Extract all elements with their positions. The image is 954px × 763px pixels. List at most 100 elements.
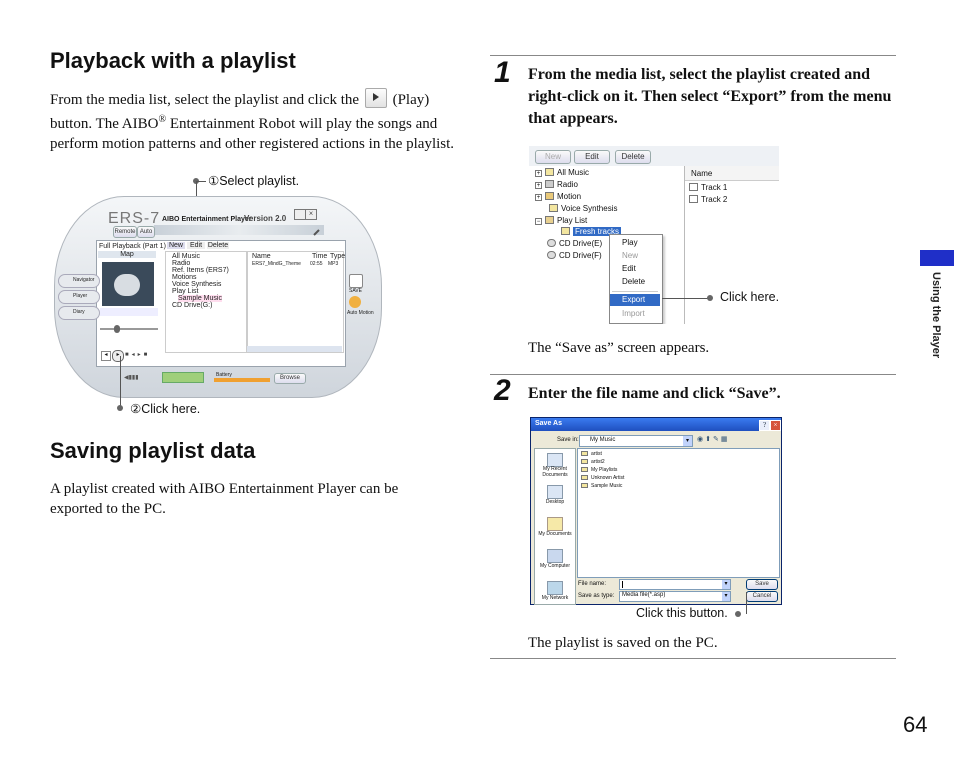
menu-import[interactable]: Import (622, 309, 645, 318)
folder-item[interactable]: artist2 (581, 459, 605, 465)
save-button[interactable]: Save (746, 579, 778, 590)
recent-docs-icon[interactable] (547, 453, 563, 467)
folder-icon (549, 204, 558, 212)
folder-item[interactable]: My Playlists (581, 467, 617, 473)
tree-voice-synthesis[interactable]: Voice Synthesis (549, 204, 617, 213)
volume-icon[interactable]: ◀▮▮▮ (124, 375, 139, 381)
player-tree: All Music Radio Ref. Items (ERS7) Motion… (165, 251, 247, 353)
callout-dot (707, 295, 713, 301)
tree-item-selected[interactable]: Sample Music (178, 295, 222, 302)
tree-item[interactable]: Ref. Items (ERS7) (172, 267, 229, 274)
callout-dot (117, 405, 123, 411)
prev-icon[interactable]: ◂ (101, 351, 111, 361)
place-label: My Documents (538, 531, 572, 537)
col-name: Name (252, 253, 271, 260)
wrench-icon[interactable] (312, 224, 322, 236)
close-icon[interactable]: × (305, 209, 317, 220)
player-tab-new[interactable]: New (167, 242, 185, 249)
tree-cd-e[interactable]: CD Drive(E) (547, 239, 602, 248)
nav-diary-button[interactable]: Diary (58, 306, 100, 320)
my-network-icon[interactable] (547, 581, 563, 595)
folder-item[interactable]: Unknown Artist (581, 475, 624, 481)
file-track-2[interactable]: Track 2 (689, 195, 727, 204)
play-button-icon (364, 88, 387, 108)
callout-select-playlist: ①Select playlist. (208, 174, 300, 188)
player-tab-delete[interactable]: Delete (207, 242, 229, 249)
record-buttons[interactable] (162, 372, 204, 383)
close-icon[interactable]: × (770, 420, 781, 431)
tree-fresh-tracks[interactable]: Fresh tracks (561, 227, 622, 236)
folder-item[interactable]: Sample Music (581, 483, 622, 489)
motion-icon (545, 192, 554, 200)
tree-play-list[interactable]: −Play List (535, 216, 587, 225)
file-icon (689, 195, 698, 203)
save-type-select[interactable]: Media file(*.asp) ▾ (619, 591, 731, 602)
auto-motion-icon[interactable] (349, 296, 361, 308)
col-name: Name (691, 169, 713, 178)
save-icon[interactable] (349, 274, 363, 288)
folder-label: Unknown Artist (591, 475, 625, 481)
menu-play[interactable]: Play (622, 238, 638, 247)
tab-map[interactable]: Map (98, 251, 156, 258)
tree-item[interactable]: CD Drive(G:) (172, 302, 213, 309)
nav-navigator-button[interactable]: Navigator (58, 274, 100, 288)
file-row-name[interactable]: ERS7_MindG_Theme (252, 261, 301, 267)
folder-label: artist2 (591, 459, 605, 465)
callout-line (746, 592, 747, 614)
tree-item[interactable]: Voice Synthesis (172, 281, 222, 288)
new-button[interactable]: New (535, 150, 571, 164)
nav-toolbar-icons[interactable]: ◉⬆✎▦ (697, 435, 730, 443)
cancel-button[interactable]: Cancel (746, 591, 778, 602)
save-in-select[interactable]: My Music ▾ (579, 435, 693, 447)
tree-item[interactable]: Radio (172, 260, 191, 267)
delete-button[interactable]: Delete (615, 150, 651, 164)
nav-player-button[interactable]: Player (58, 290, 100, 304)
menu-export[interactable]: Export (610, 294, 660, 306)
folder-icon (545, 168, 554, 176)
menu-edit[interactable]: Edit (622, 264, 636, 273)
file-track-1[interactable]: Track 1 (689, 183, 727, 192)
auto-button[interactable]: Auto (137, 226, 155, 238)
tree-item[interactable]: All Music (172, 253, 201, 260)
playback-text-c: Entertainment Robot will play the songs … (50, 116, 455, 152)
col-time: Time (312, 253, 328, 260)
folder-item[interactable]: artist (581, 451, 602, 457)
menu-delete[interactable]: Delete (622, 277, 646, 286)
player-play-icon[interactable]: ▸ (112, 350, 124, 362)
edit-button[interactable]: Edit (574, 150, 610, 164)
tree-cd-f[interactable]: CD Drive(F) (547, 251, 602, 260)
playlist-icon (545, 216, 554, 224)
folder-label: Sample Music (591, 483, 623, 489)
save-in-label: Save in: (557, 437, 579, 443)
volume-slider[interactable] (100, 324, 158, 334)
chevron-down-icon: ▾ (722, 592, 730, 601)
side-tab-label: Using the Player (930, 272, 942, 359)
callout-click-here: ②Click here. (130, 402, 201, 416)
player-brand: ERS-7 (108, 210, 161, 227)
step-1-number: 1 (494, 56, 511, 89)
tree-all-music[interactable]: +All Music (535, 168, 589, 177)
player-file-list: Name Time Type ERS7_MindG_Theme 02:55 MP… (247, 251, 345, 353)
player-tab-edit[interactable]: Edit (187, 242, 205, 249)
my-documents-icon[interactable] (547, 517, 563, 531)
browse-button[interactable]: Browse (274, 373, 306, 384)
media-list-screenshot: New Edit Delete +All Music +Radio +Motio… (529, 146, 779, 324)
tree-motion[interactable]: +Motion (535, 192, 581, 201)
file-name-input[interactable]: ▾ (619, 579, 731, 590)
folder-icon (581, 483, 588, 488)
help-icon[interactable]: ? (759, 420, 770, 431)
transport-icons[interactable]: ■◂▸■ (125, 352, 151, 358)
tree-item[interactable]: Play List (172, 288, 199, 295)
remote-button[interactable]: Remote (113, 226, 137, 238)
menu-new[interactable]: New (622, 251, 639, 260)
desktop-icon[interactable] (547, 485, 563, 499)
nav-label: Diary (73, 309, 85, 315)
tree-item[interactable]: Motions (172, 274, 197, 281)
save-as-dialog: Save As ? × Save in: My Music ▾ ◉⬆✎▦ My … (530, 417, 782, 605)
side-tab-marker (920, 250, 954, 266)
aibo-preview (102, 262, 154, 306)
tree-radio[interactable]: +Radio (535, 180, 578, 189)
scrollbar[interactable] (247, 346, 342, 352)
my-computer-icon[interactable] (547, 549, 563, 563)
file-label: Track 1 (701, 183, 728, 192)
